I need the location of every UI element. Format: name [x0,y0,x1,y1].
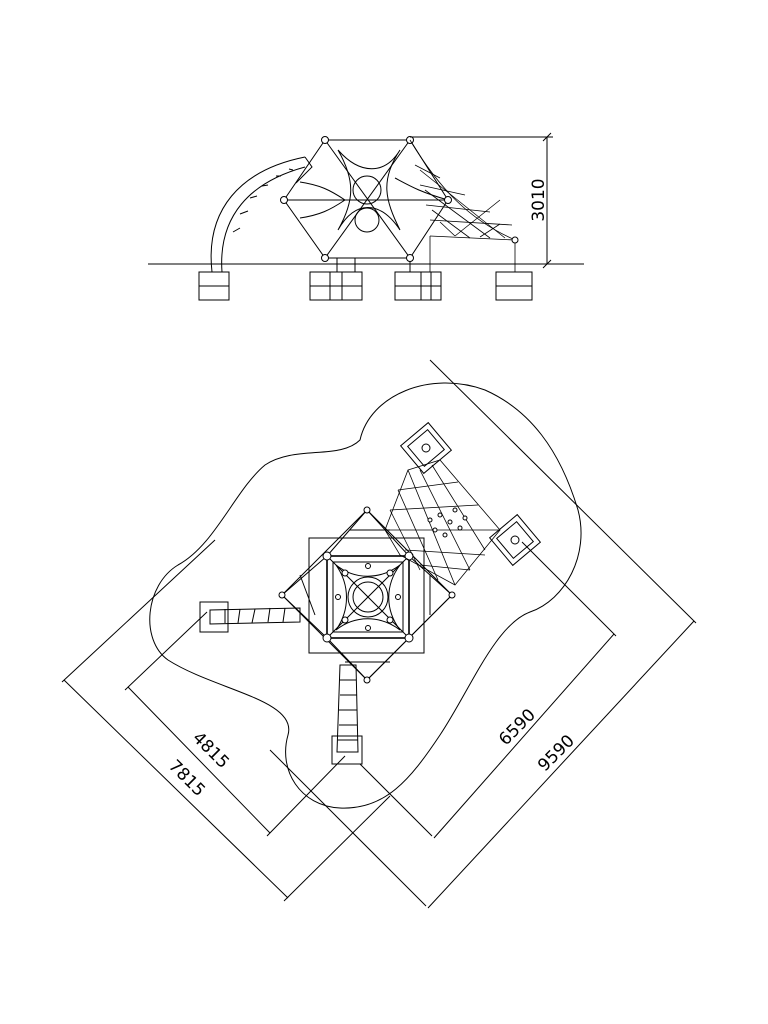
height-dimension-label: 3010 [529,178,549,221]
side-net [409,139,516,272]
dimension-4815-label: 4815 [188,728,233,773]
tower-plan-nodes [278,506,456,684]
left-ladder [209,607,301,625]
bottom-ladder [336,664,359,753]
net-plan-dots [427,507,468,538]
net-plan [384,459,501,586]
tower-nodes [280,136,452,262]
post-pads [199,421,542,765]
plan-view: 4815 7815 6590 9590 [61,359,697,909]
dimension-lines [61,359,697,909]
arch-slide [210,156,313,273]
safety-zone-outline [149,382,582,809]
height-dimension [410,132,553,269]
tower-frame [283,139,449,272]
tower-plan [281,509,453,681]
side-elevation: 3010 [148,132,584,301]
footings [198,271,533,301]
